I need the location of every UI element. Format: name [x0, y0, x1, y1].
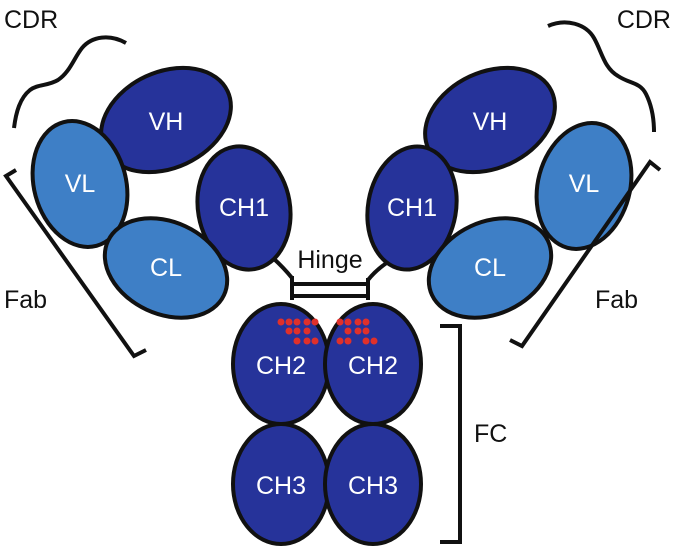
ch3-right-label: CH3 — [348, 472, 398, 500]
ch3-left-label: CH3 — [256, 472, 306, 500]
left-hinge-connector — [271, 256, 294, 280]
vl-right-label: VL — [569, 170, 600, 198]
ch2-right-label: CH2 — [348, 352, 398, 380]
vl-right-domain — [534, 121, 634, 251]
ch1-right-domain — [365, 144, 459, 272]
cdr-right-label: CDR — [617, 6, 671, 34]
fab-right-bracket — [509, 159, 662, 349]
vh-left-label: VH — [149, 108, 184, 136]
cdr-left-label: CDR — [4, 6, 58, 34]
cl-left-label: CL — [150, 254, 182, 282]
vl-left-domain — [30, 119, 130, 249]
ch1-left-domain — [195, 144, 293, 272]
vh-right-label: VH — [473, 108, 508, 136]
disulfide-bonds — [277, 318, 378, 345]
cl-right-domain — [426, 216, 554, 320]
vl-left-label: VL — [65, 170, 96, 198]
cdr-left-brace — [12, 35, 127, 129]
fab-left-label: Fab — [4, 286, 47, 314]
ch1-left-label: CH1 — [219, 194, 269, 222]
cdr-right-brace — [547, 20, 656, 133]
fc-bracket — [440, 324, 462, 544]
right-hinge-connector — [366, 260, 390, 282]
fc-label: FC — [474, 420, 507, 448]
fab-left-bracket — [3, 168, 147, 359]
ch1-right-label: CH1 — [387, 194, 437, 222]
ch3-right-domain — [323, 422, 423, 546]
cl-right-label: CL — [474, 254, 506, 282]
ch2-left-label: CH2 — [256, 352, 306, 380]
cl-left-domain — [102, 216, 230, 320]
fab-right-label: Fab — [595, 286, 638, 314]
hinge-label: Hinge — [297, 246, 362, 274]
